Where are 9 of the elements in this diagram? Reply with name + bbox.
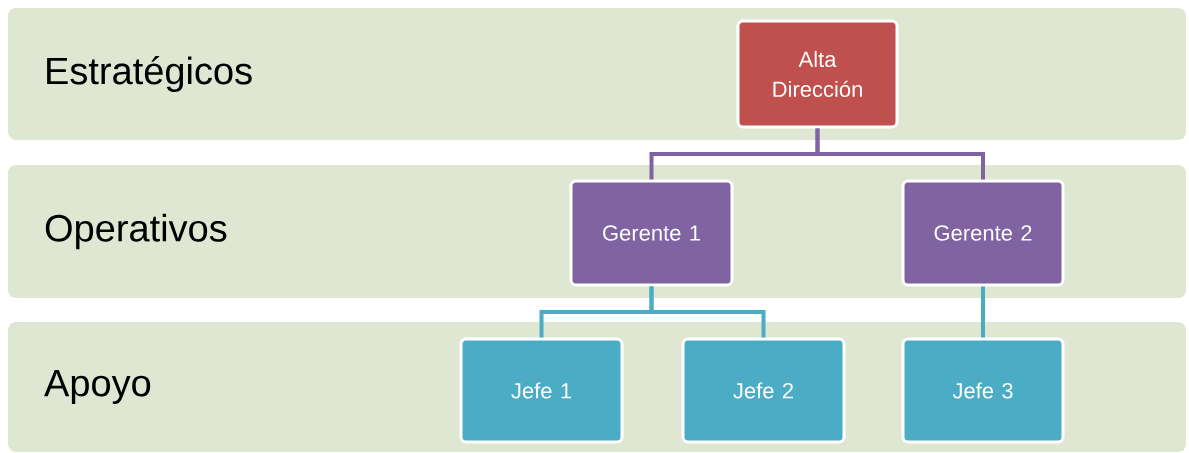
connector-line bbox=[981, 286, 985, 338]
org-box: Jefe 1 bbox=[459, 337, 624, 444]
org-box: Jefe 2 bbox=[681, 337, 846, 444]
org-box: Gerente 1 bbox=[569, 179, 734, 287]
org-box: Alta Dirección bbox=[736, 19, 899, 129]
org-box: Gerente 2 bbox=[901, 179, 1065, 287]
connector-line bbox=[649, 286, 766, 338]
org-box: Jefe 3 bbox=[901, 337, 1065, 444]
connector-line bbox=[815, 128, 985, 180]
